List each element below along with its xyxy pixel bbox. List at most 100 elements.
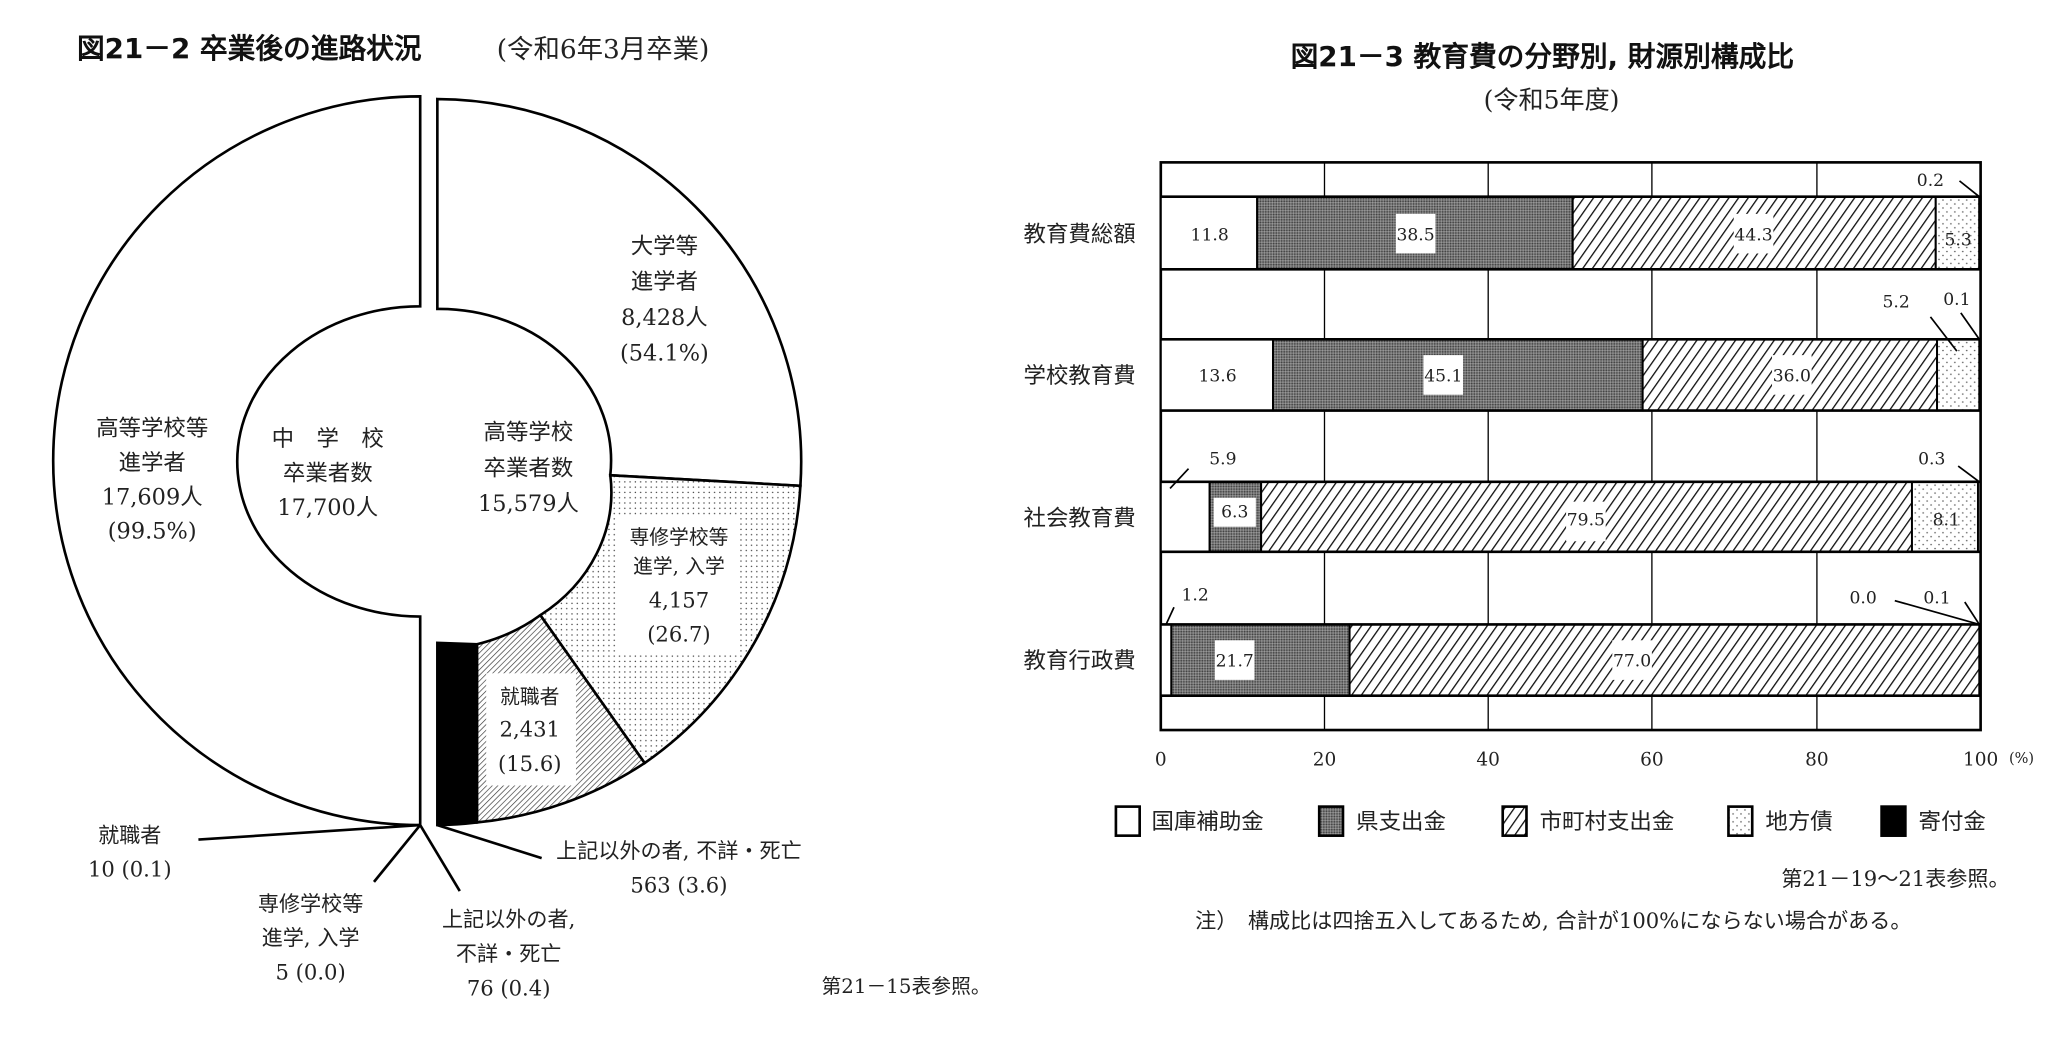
univ-line3: 8,428人 — [621, 305, 708, 331]
other-hs-line1: 上記以外の者, 不詳・死亡 — [556, 838, 802, 863]
legend-label-donation: 寄付金 — [1919, 809, 1986, 835]
bar-value-labels: 11.8 38.5 44.3 5.3 0.2 13.6 45.1 36.0 5.… — [1181, 171, 1972, 680]
val-r3-s2: 77.0 — [1613, 652, 1651, 672]
other-hs-line2: 563 (3.6) — [630, 872, 727, 897]
univ-line4: (54.1%) — [620, 340, 709, 366]
val-r1-s1: 45.1 — [1424, 367, 1462, 387]
fig2-source-note: 第21－19～21表参照。 — [1781, 866, 2009, 891]
bar-row-admin — [1159, 623, 1981, 697]
senshu-ms-line3: 5 (0.0) — [276, 960, 346, 985]
center-left-line1: 中 学 校 — [272, 426, 384, 452]
fig2-title-text: 図21－3 教育費の分野別, 財源別構成比 — [1291, 40, 1794, 73]
row-label-school: 学校教育費 — [1024, 363, 1136, 389]
slice-university — [436, 97, 803, 488]
tick-100: 100 — [1963, 750, 1998, 771]
bar-row-total — [1159, 195, 1982, 271]
other-ms-line3: 76 (0.4) — [467, 975, 551, 1000]
fig1-source-note: 第21－15表参照。 — [822, 975, 991, 998]
job-line2: 2,431 — [500, 717, 560, 742]
fig1-title-text: 図21－2 卒業後の進路状況 — [77, 32, 422, 65]
legend-label-municipal: 市町村支出金 — [1540, 809, 1675, 835]
job-line1: 就職者 — [500, 686, 559, 709]
row-label-social: 社会教育費 — [1024, 505, 1136, 531]
x-unit: (%) — [2009, 751, 2034, 767]
leader-job-ms — [198, 823, 421, 841]
legend-swatch-national — [1114, 805, 1141, 837]
senshu-line2: 進学, 入学 — [633, 555, 725, 578]
row-label-total: 教育費総額 — [1024, 222, 1136, 248]
tick-20: 20 — [1313, 750, 1337, 771]
val-r0-s0: 11.8 — [1191, 225, 1229, 245]
donut-labels: 中 学 校 卒業者数 17,700人 高等学校 卒業者数 15,579人 高等学… — [96, 233, 709, 544]
fig2-subtitle: (令和5年度) — [1484, 85, 1620, 114]
other-ms-line1: 上記以外の者, — [442, 907, 575, 932]
center-right-line1: 高等学校 — [484, 420, 574, 446]
fig2-footnote: 注） 構成比は四捨五入してあるため, 合計が100%にならない場合がある。 — [1195, 908, 1911, 933]
senshu-ms-line2: 進学, 入学 — [262, 925, 360, 950]
val-r2-s3: 8.1 — [1933, 510, 1960, 530]
tick-0: 0 — [1155, 750, 1167, 771]
legend-label-localbond: 地方債 — [1765, 809, 1832, 835]
senshu-line3: 4,157 — [649, 587, 709, 612]
row-labels: 教育費総額 学校教育費 社会教育費 教育行政費 — [1024, 222, 1136, 674]
tick-60: 60 — [1640, 750, 1664, 771]
val-r0-s2: 44.3 — [1734, 225, 1772, 245]
val-r1-s3: 5.2 — [1882, 293, 1909, 313]
center-right-line2: 卒業者数 — [484, 455, 574, 481]
val-r0-s4: 0.2 — [1917, 171, 1944, 191]
center-left-line2: 卒業者数 — [283, 461, 373, 487]
left-main-line3: 17,609人 — [102, 484, 203, 510]
fig1-subtitle: (令和6年3月卒業) — [497, 34, 710, 65]
leader-other-hs — [436, 823, 543, 860]
center-left-line3: 17,700人 — [277, 495, 378, 521]
tick-80: 80 — [1805, 750, 1829, 771]
left-main-line1: 高等学校等 — [96, 416, 208, 442]
senshu-ms-line1: 専修学校等 — [258, 891, 364, 916]
univ-line2: 進学者 — [631, 269, 698, 295]
legend: 国庫補助金 県支出金 市町村支出金 地方債 寄付金 — [1114, 805, 1986, 837]
row-borders — [1160, 195, 1981, 698]
legend-swatch-donation — [1880, 805, 1907, 837]
leader-senshu-ms — [372, 824, 422, 883]
senshu-line1: 専修学校等 — [629, 526, 728, 549]
val-r3-s0: 1.2 — [1181, 586, 1208, 606]
legend-swatch-localbond — [1727, 805, 1754, 837]
left-main-line2: 進学者 — [119, 450, 186, 476]
val-r2-s2: 79.5 — [1567, 510, 1605, 530]
job-label: 就職者 2,431 (15.6) — [486, 673, 576, 786]
val-r3-s1: 21.7 — [1216, 652, 1254, 672]
leader-other-ms — [419, 824, 461, 892]
legend-swatch-municipal — [1501, 805, 1528, 837]
val-r2-s4: 0.3 — [1918, 450, 1945, 470]
val-r0-s3: 5.3 — [1945, 231, 1972, 251]
job-ms-line2: 10 (0.1) — [88, 857, 172, 882]
bar-leaders — [1165, 180, 1981, 626]
val-r1-s0: 13.6 — [1198, 367, 1236, 387]
val-r3-s3: 0.0 — [1849, 588, 1876, 608]
other-ms-line2: 不詳・死亡 — [456, 941, 562, 966]
val-r0-s1: 38.5 — [1396, 225, 1434, 245]
bar-row-school — [1159, 338, 1981, 412]
legend-label-national: 国庫補助金 — [1152, 809, 1264, 835]
senshu-label: 専修学校等 進学, 入学 4,157 (26.7) — [618, 517, 740, 655]
fig2-title: 図21－3 教育費の分野別, 財源別構成比 (令和5年度) — [1291, 40, 1794, 114]
legend-swatch-prefecture — [1317, 805, 1345, 837]
x-axis-ticks: 0 20 40 60 80 100 (%) — [1155, 750, 2034, 771]
job-ms-line1: 就職者 — [98, 822, 161, 847]
bar-chart: 11.8 38.5 44.3 5.3 0.2 13.6 45.1 36.0 5.… — [1024, 161, 2034, 933]
senshu-line4: (26.7) — [647, 622, 710, 647]
outside-labels: 上記以外の者, 不詳・死亡 563 (3.6) 就職者 10 (0.1) 専修学… — [88, 822, 802, 1000]
slice-other — [436, 641, 479, 827]
donut-left-ring — [51, 95, 422, 827]
val-r2-s1: 6.3 — [1221, 502, 1248, 522]
fig1-title: 図21－2 卒業後の進路状況 (令和6年3月卒業) — [77, 32, 709, 65]
tick-40: 40 — [1476, 750, 1500, 771]
job-line3: (15.6) — [498, 751, 561, 776]
val-r3-s4: 0.1 — [1923, 588, 1950, 608]
center-right-line3: 15,579人 — [478, 491, 579, 517]
univ-line1: 大学等 — [631, 233, 698, 259]
val-r1-s4: 0.1 — [1943, 290, 1970, 310]
val-r2-s0: 5.9 — [1209, 450, 1236, 470]
